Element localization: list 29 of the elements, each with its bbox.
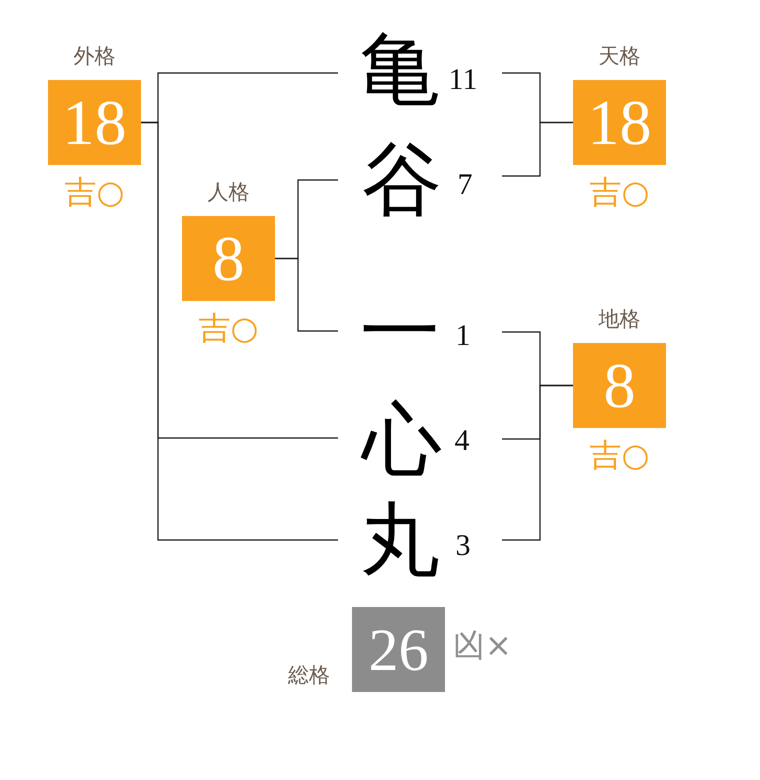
score-tile: 18 (48, 80, 141, 165)
fortune-label: 吉○ (64, 176, 124, 208)
heading-label: 天格 (598, 46, 640, 67)
score-tile: 8 (573, 343, 666, 428)
stroke-count: 1 (456, 321, 470, 351)
stroke-count: 3 (456, 531, 470, 561)
bracket-line (502, 122, 573, 177)
name-character: 心 (362, 400, 442, 480)
score-tile: 18 (573, 80, 666, 165)
stroke-count: 11 (448, 65, 478, 95)
bracket-line (141, 122, 338, 541)
heading-label: 人格 (208, 182, 250, 203)
fortune-label: 凶× (453, 629, 512, 661)
heading-label: 総格 (288, 665, 330, 686)
stroke-count: 4 (454, 426, 470, 456)
name-character: 亀 (360, 30, 440, 110)
stroke-count: 7 (458, 170, 472, 200)
fortune-label: 吉○ (590, 439, 650, 471)
fortune-label: 吉○ (198, 312, 258, 344)
bracket-line (275, 258, 338, 332)
name-character: 一 (360, 292, 440, 372)
fortune-label: 吉○ (590, 176, 650, 208)
score-tile: 26 (352, 607, 445, 692)
score-tile: 8 (182, 216, 275, 301)
bracket-line (502, 384, 573, 541)
heading-label: 地格 (598, 309, 640, 330)
name-character: 谷 (362, 140, 442, 220)
heading-label: 外格 (74, 46, 116, 67)
name-character: 丸 (360, 500, 440, 580)
